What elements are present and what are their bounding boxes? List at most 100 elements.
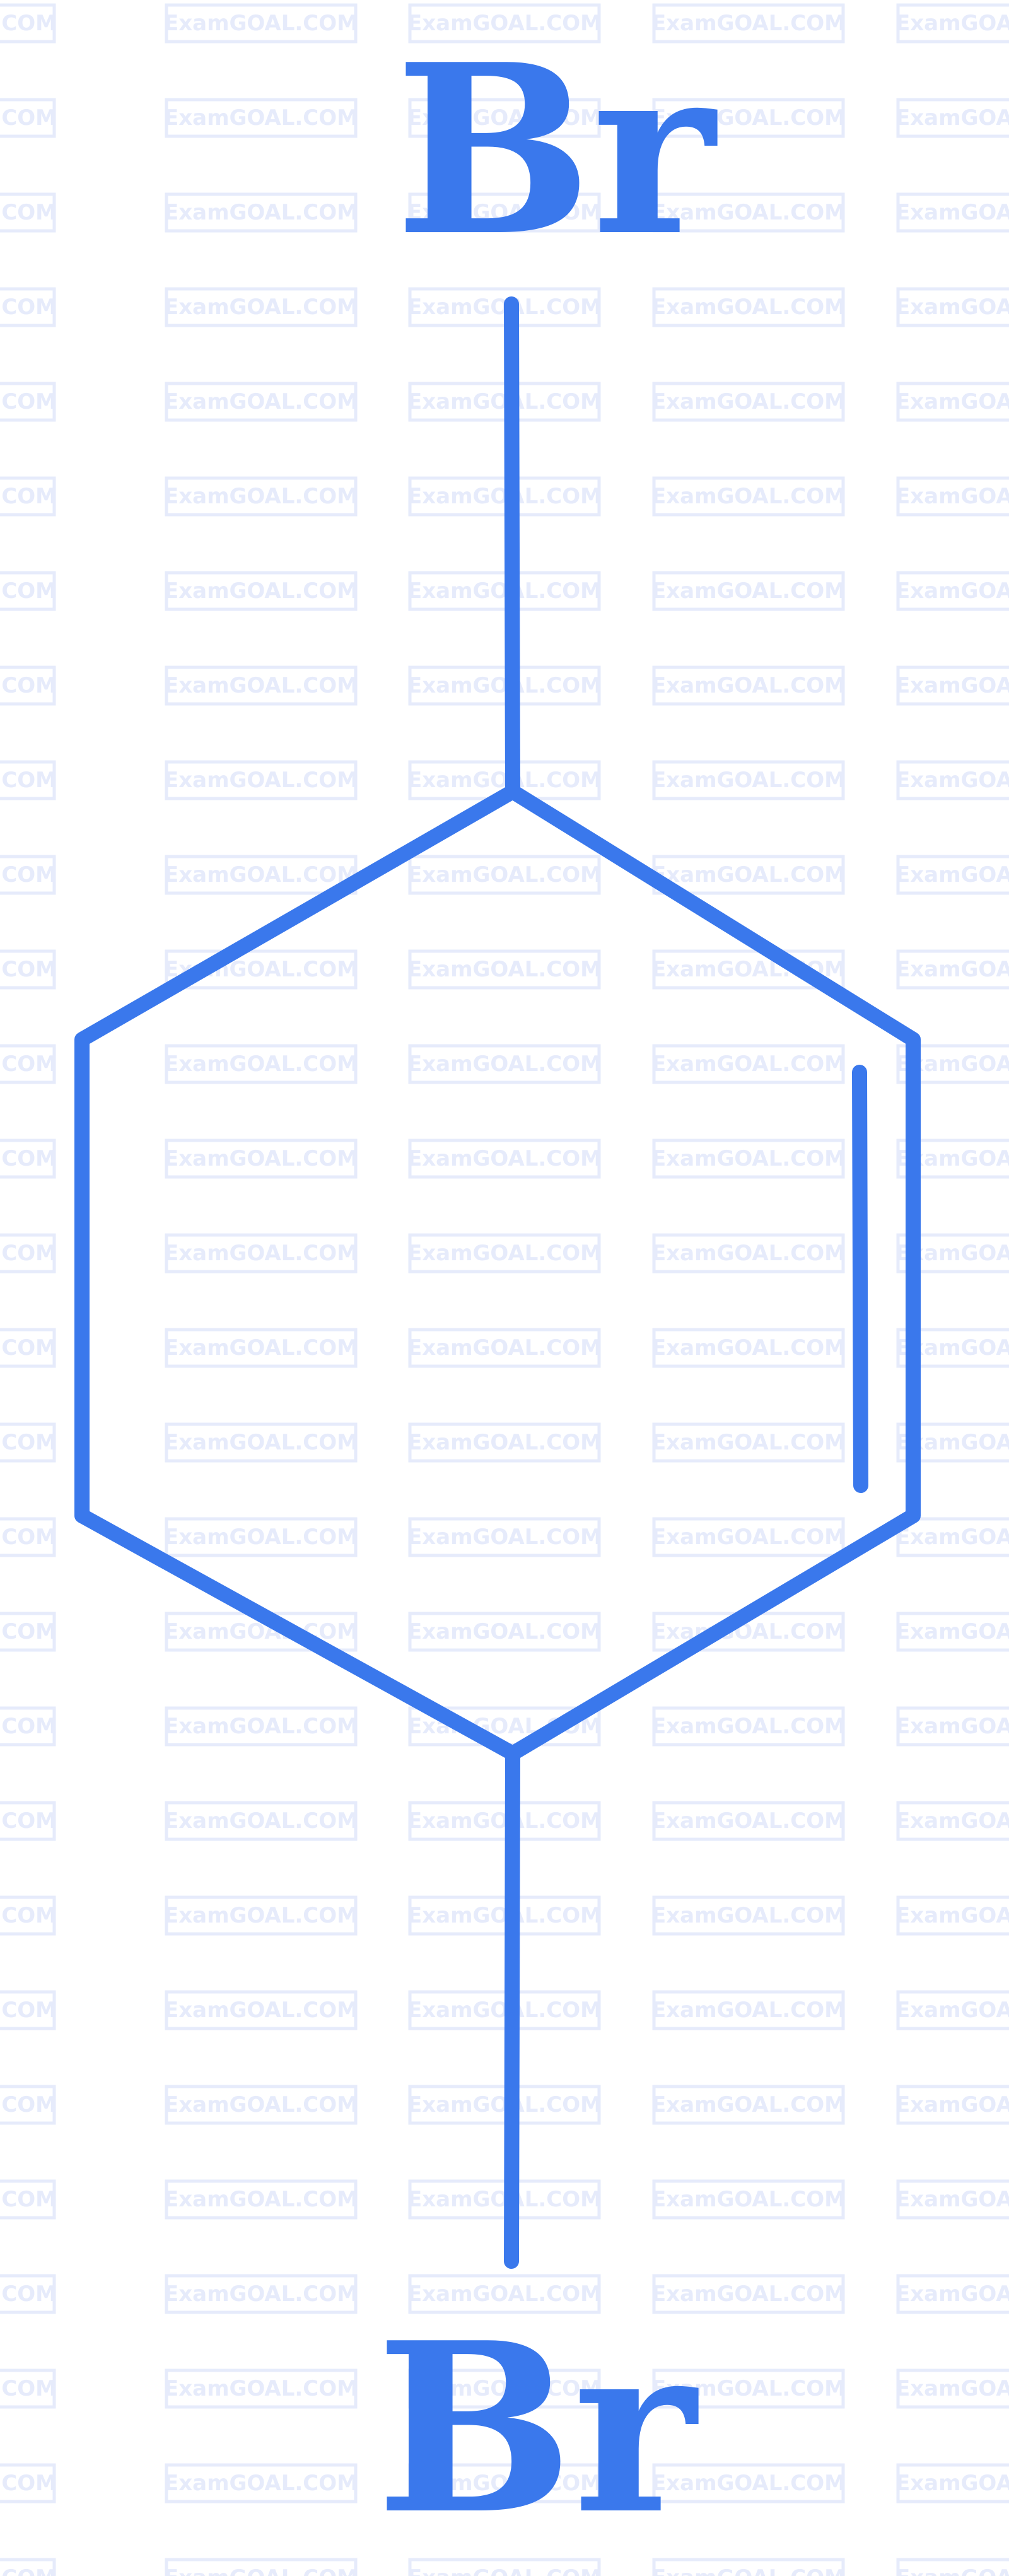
watermark-text: ExamGOAL.COM: [895, 2565, 1009, 2576]
watermark-text: ExamGOAL.COM: [0, 1619, 57, 1644]
watermark-stamp: ExamGOAL.COM: [895, 665, 1009, 706]
watermark-text: ExamGOAL.COM: [164, 1714, 358, 1739]
watermark-text: ExamGOAL.COM: [407, 1335, 602, 1361]
watermark-stamp: ExamGOAL.COM: [407, 1895, 602, 1936]
watermark-stamp: ExamGOAL.COM: [651, 476, 846, 517]
watermark-text: ExamGOAL.COM: [407, 673, 602, 698]
watermark-stamp: ExamGOAL.COM: [164, 1706, 358, 1747]
watermark-text: ExamGOAL.COM: [164, 2281, 358, 2307]
watermark-text: ExamGOAL.COM: [895, 673, 1009, 698]
watermark-text: ExamGOAL.COM: [0, 957, 57, 982]
watermark-stamp: ExamGOAL.COM: [0, 287, 57, 327]
watermark-text: ExamGOAL.COM: [0, 1808, 57, 1834]
watermark-text: ExamGOAL.COM: [651, 1714, 846, 1739]
watermark-stamp: ExamGOAL.COM: [0, 1044, 57, 1084]
watermark-stamp: ExamGOAL.COM: [651, 2368, 846, 2409]
watermark-text: ExamGOAL.COM: [407, 1241, 602, 1266]
watermark-stamp: ExamGOAL.COM: [651, 1422, 846, 1463]
watermark-text: ExamGOAL.COM: [0, 673, 57, 698]
watermark-text: ExamGOAL.COM: [895, 484, 1009, 509]
watermark-text: ExamGOAL.COM: [895, 2092, 1009, 2117]
watermark-text: ExamGOAL.COM: [407, 1430, 602, 1455]
watermark-stamp: ExamGOAL.COM: [0, 382, 57, 422]
watermark-stamp: ExamGOAL.COM: [895, 760, 1009, 800]
watermark-text: ExamGOAL.COM: [164, 673, 358, 698]
watermark-text: ExamGOAL.COM: [895, 2471, 1009, 2496]
watermark-stamp: ExamGOAL.COM: [164, 1895, 358, 1936]
watermark-stamp: ExamGOAL.COM: [164, 2274, 358, 2314]
watermark-stamp: ExamGOAL.COM: [164, 1517, 358, 1557]
watermark-text: ExamGOAL.COM: [0, 1998, 57, 2023]
watermark-stamp: ExamGOAL.COM: [895, 2463, 1009, 2503]
watermark-text: ExamGOAL.COM: [651, 2471, 846, 2496]
watermark-stamp: ExamGOAL.COM: [164, 1801, 358, 1841]
watermark-stamp: ExamGOAL.COM: [895, 1612, 1009, 1652]
watermark-stamp: ExamGOAL.COM: [895, 98, 1009, 138]
top-bromine-bond: [504, 296, 520, 799]
watermark-text: ExamGOAL.COM: [0, 2092, 57, 2117]
watermark-stamp: ExamGOAL.COM: [895, 1990, 1009, 2030]
watermark-text: ExamGOAL.COM: [407, 1051, 602, 1077]
watermark-text: ExamGOAL.COM: [895, 2376, 1009, 2401]
watermark-stamp: ExamGOAL.COM: [651, 1328, 846, 1368]
watermark-text: ExamGOAL.COM: [407, 862, 602, 887]
watermark-stamp: ExamGOAL.COM: [651, 382, 846, 422]
watermark-stamp: ExamGOAL.COM: [164, 382, 358, 422]
watermark-stamp: ExamGOAL.COM: [407, 1517, 602, 1557]
watermark-text: ExamGOAL.COM: [407, 1619, 602, 1644]
watermark-text: ExamGOAL.COM: [164, 105, 358, 131]
watermark-text: ExamGOAL.COM: [895, 1903, 1009, 1928]
watermark-text: ExamGOAL.COM: [651, 1525, 846, 1550]
watermark-stamp: ExamGOAL.COM: [164, 571, 358, 611]
watermark-stamp: ExamGOAL.COM: [895, 1517, 1009, 1557]
watermark-stamp: ExamGOAL.COM: [0, 1517, 57, 1557]
watermark-stamp: ExamGOAL.COM: [651, 2463, 846, 2503]
watermark-text: ExamGOAL.COM: [0, 2187, 57, 2212]
watermark-text: ExamGOAL.COM: [651, 1430, 846, 1455]
watermark-stamp: ExamGOAL.COM: [407, 2274, 602, 2314]
watermark-stamp: ExamGOAL.COM: [164, 3, 358, 44]
watermark-text: ExamGOAL.COM: [164, 1146, 358, 1171]
watermark-text: ExamGOAL.COM: [164, 1051, 358, 1077]
watermark-stamp: ExamGOAL.COM: [164, 1990, 358, 2030]
watermark-stamp: ExamGOAL.COM: [164, 2368, 358, 2409]
watermark-stamp: ExamGOAL.COM: [651, 571, 846, 611]
watermark-text: ExamGOAL.COM: [651, 2092, 846, 2117]
watermark-stamp: ExamGOAL.COM: [895, 3, 1009, 44]
watermark-stamp: ExamGOAL.COM: [651, 98, 846, 138]
watermark-stamp: ExamGOAL.COM: [0, 2368, 57, 2409]
watermark-text: ExamGOAL.COM: [407, 578, 602, 604]
watermark-stamp: ExamGOAL.COM: [164, 192, 358, 233]
watermark-text: ExamGOAL.COM: [651, 1051, 846, 1077]
watermark-text: ExamGOAL.COM: [895, 1998, 1009, 2023]
watermark-stamp: ExamGOAL.COM: [651, 2274, 846, 2314]
watermark-stamp: ExamGOAL.COM: [164, 287, 358, 327]
watermark-stamp: ExamGOAL.COM: [651, 2558, 846, 2576]
watermark-stamp: ExamGOAL.COM: [0, 2179, 57, 2220]
watermark-stamp: ExamGOAL.COM: [651, 2085, 846, 2125]
watermark-stamp: ExamGOAL.COM: [0, 1328, 57, 1368]
watermark-text: ExamGOAL.COM: [0, 1241, 57, 1266]
watermark-text: ExamGOAL.COM: [0, 295, 57, 320]
watermark-text: ExamGOAL.COM: [895, 1714, 1009, 1739]
watermark-text: ExamGOAL.COM: [651, 2565, 846, 2576]
watermark-stamp: ExamGOAL.COM: [164, 2085, 358, 2125]
watermark-stamp: ExamGOAL.COM: [407, 1328, 602, 1368]
watermark-stamp: ExamGOAL.COM: [651, 1706, 846, 1747]
watermark-stamp: ExamGOAL.COM: [651, 760, 846, 800]
watermark-text: ExamGOAL.COM: [0, 2565, 57, 2576]
watermark-text: ExamGOAL.COM: [651, 1903, 846, 1928]
watermark-stamp: ExamGOAL.COM: [407, 3, 602, 44]
watermark-text: ExamGOAL.COM: [407, 957, 602, 982]
watermark-text: ExamGOAL.COM: [0, 1714, 57, 1739]
watermark-text: ExamGOAL.COM: [651, 1619, 846, 1644]
watermark-stamp: ExamGOAL.COM: [407, 1801, 602, 1841]
watermark-stamp: ExamGOAL.COM: [895, 2558, 1009, 2576]
watermark-text: ExamGOAL.COM: [164, 2565, 358, 2576]
watermark-stamp: ExamGOAL.COM: [407, 855, 602, 895]
watermark-text: ExamGOAL.COM: [407, 1146, 602, 1171]
watermark-text: ExamGOAL.COM: [651, 1241, 846, 1266]
watermark-text: ExamGOAL.COM: [164, 295, 358, 320]
watermark-stamp: ExamGOAL.COM: [407, 2463, 602, 2503]
